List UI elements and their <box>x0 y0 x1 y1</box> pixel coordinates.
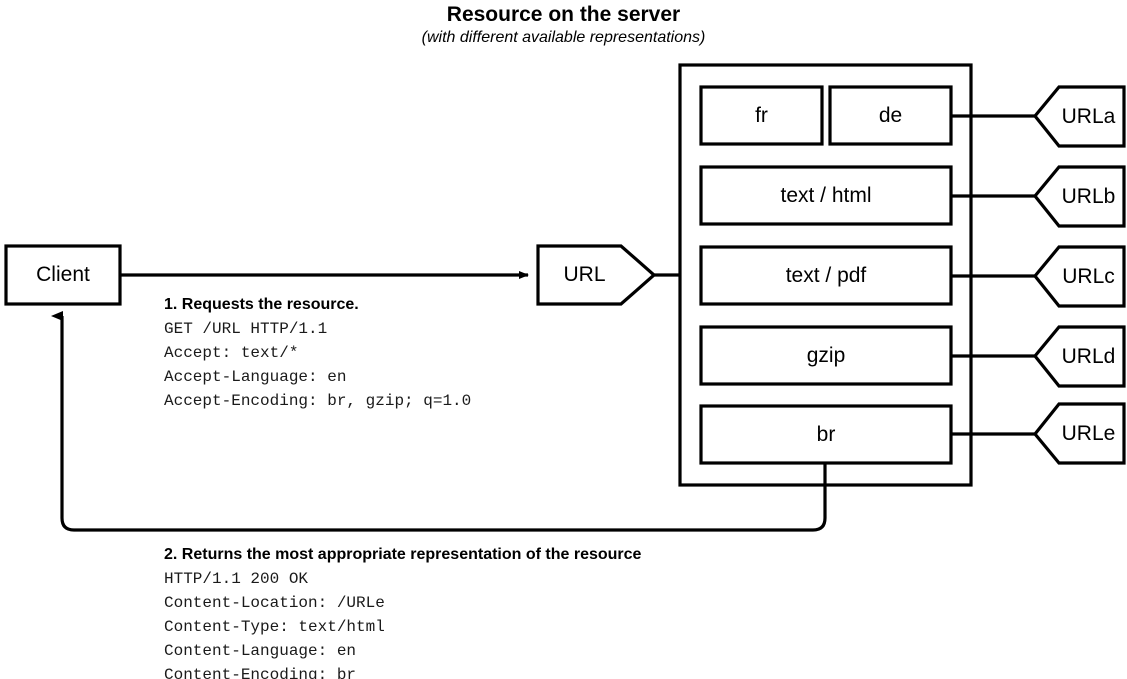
response-message-block: 2. Returns the most appropriate represen… <box>164 544 641 679</box>
response-arrow <box>51 311 827 532</box>
request-message-line-1: GET /URL HTTP/1.1 <box>164 320 328 338</box>
url-variant-shape-e[interactable] <box>1032 402 1126 465</box>
url-variant-shape-b[interactable] <box>1032 165 1126 228</box>
request-message-line-3: Accept-Language: en <box>164 368 347 386</box>
diagram-title: Resource on the server <box>446 3 681 26</box>
response-message-line-2: Content-Location: /URLe <box>164 594 385 612</box>
response-message-title: 2. Returns the most appropriate represen… <box>164 546 642 563</box>
request-url-shape[interactable] <box>536 244 657 306</box>
client-box[interactable] <box>4 244 122 306</box>
representation-box-gzip[interactable] <box>699 325 953 386</box>
representation-box-fr[interactable] <box>699 85 824 146</box>
representation-box-br[interactable] <box>699 404 953 465</box>
request-message-line-2: Accept: text/* <box>164 344 299 362</box>
request-message-line-4: Accept-Encoding: br, gzip; q=1.0 <box>164 392 472 410</box>
diagram-subtitle: (with different available representation… <box>421 29 706 46</box>
representation-box-text-pdf[interactable] <box>699 245 953 306</box>
representation-box-de[interactable] <box>828 85 953 146</box>
representation-box-text-html[interactable] <box>699 165 953 226</box>
url-variant-shape-c[interactable] <box>1032 245 1126 308</box>
response-message-line-1: HTTP/1.1 200 OK <box>164 570 309 588</box>
url-variant-shape-d[interactable] <box>1032 325 1126 388</box>
request-message-title: 1. Requests the resource. <box>164 296 359 313</box>
request-message-block: 1. Requests the resource. GET /URL HTTP/… <box>164 294 471 413</box>
response-message-line-5: Content-Encoding: br <box>164 666 357 679</box>
url-variant-shape-a[interactable] <box>1032 85 1126 148</box>
diagram-heading: Resource on the server (with different a… <box>0 2 1127 48</box>
response-message-line-3: Content-Type: text/html <box>164 618 385 636</box>
response-message-line-4: Content-Language: en <box>164 642 357 660</box>
